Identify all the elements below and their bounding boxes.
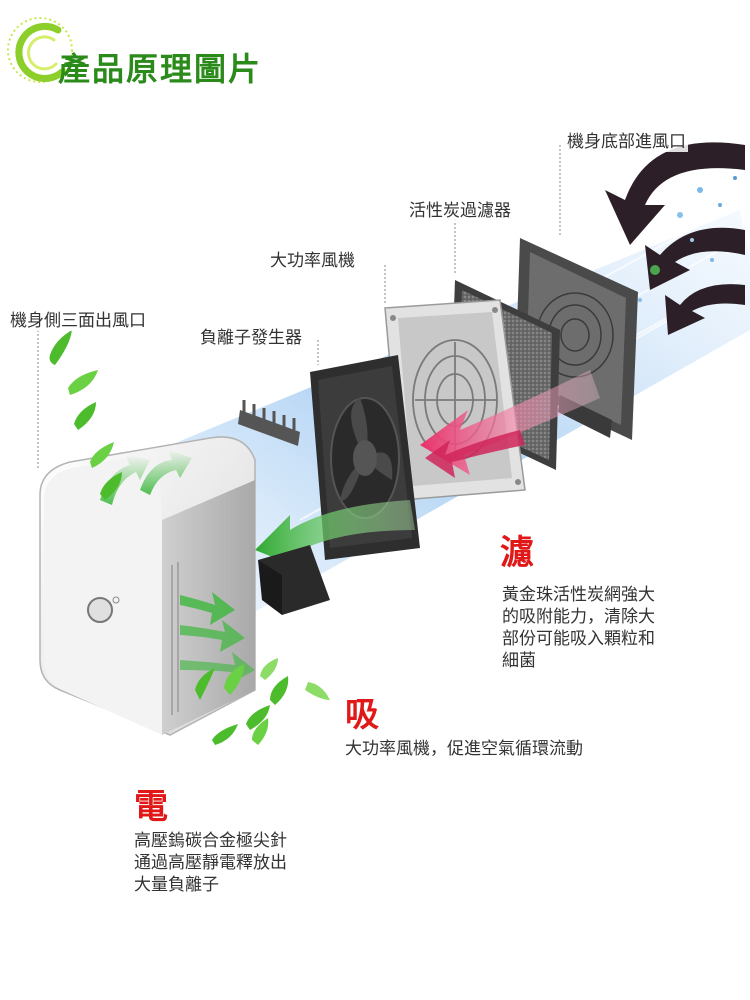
electric-line: 通過高壓靜電釋放出 [134,853,287,873]
filter-line: 的吸附能力，清除大 [502,607,655,627]
motor-base [258,545,330,615]
electric-line: 高壓鎢碳合金極尖針 [134,831,287,851]
label-ion-generator: 負離子發生器 [198,323,304,348]
outlet-airflow [100,450,255,684]
leaf-icon [49,330,330,745]
filter-heading: 濾 [500,533,534,573]
ion-generator [238,400,300,446]
filter-line: 黃金珠活性炭網強大 [502,585,655,605]
suction-description: 大功率風機，促進空氣循環流動 [345,738,583,760]
filter-line: 部份可能吸入顆粒和 [502,629,655,649]
electric-line: 大量負離子 [134,875,219,895]
suction-heading: 吸 [345,695,379,735]
intake-arrows-icon [605,142,745,335]
electric-heading: 電 [134,787,168,827]
power-button-icon [87,597,113,623]
electric-description: 高壓鎢碳合金極尖針 通過高壓靜電釋放出 大量負離子 [134,830,287,896]
label-carbon-filter: 活性炭過濾器 [407,196,513,221]
page-title: 產品原理圖片 [58,50,263,88]
label-fan: 大功率風機 [268,246,357,271]
swirl-logo-icon [7,17,73,83]
particles [638,176,737,302]
label-bottom-inlet: 機身底部進風口 [565,127,688,152]
suction-line: 大功率風機，促進空氣循環流動 [345,739,583,759]
filter-description: 黃金珠活性炭網強大 的吸附能力，清除大 部份可能吸入顆粒和 細菌 [502,584,655,672]
leader-lines [37,145,561,470]
filter-airflow-arrow-icon [425,430,525,478]
filter-line: 細菌 [502,651,536,671]
label-side-outlet: 機身側三面出風口 [8,306,148,331]
